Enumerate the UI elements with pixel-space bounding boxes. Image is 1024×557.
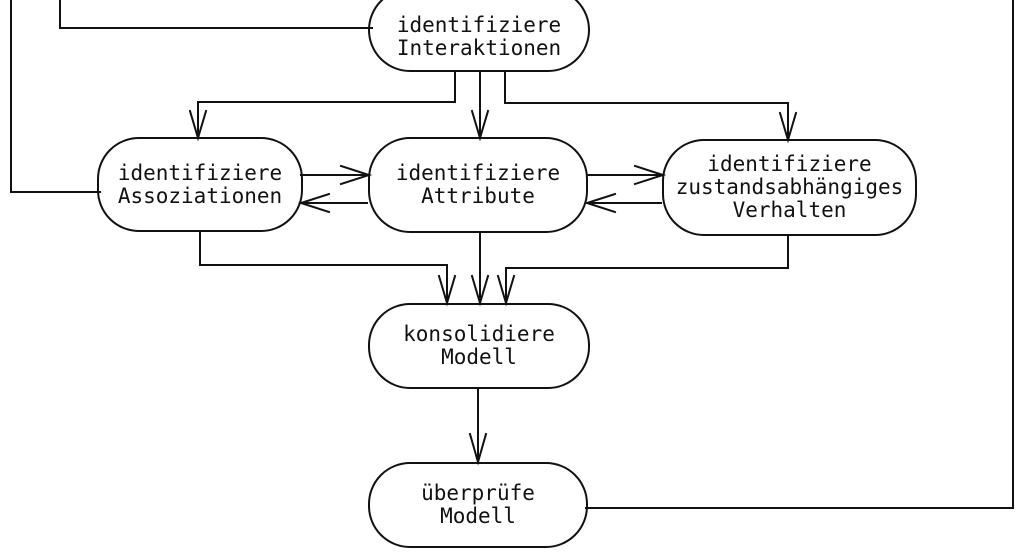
edge-attribute-to-zustand bbox=[586, 164, 667, 186]
node-identifiziere-zustandsabhaengiges-verhalten: identifiziere zustandsabhängiges Verhalt… bbox=[662, 139, 917, 236]
edge-interaktionen-to-assoziationen bbox=[188, 70, 456, 142]
node-identifiziere-attribute: identifiziere Attribute bbox=[368, 137, 588, 233]
edge-assoziationen-to-attribute bbox=[300, 164, 373, 186]
node-label: identifiziere Attribute bbox=[395, 161, 561, 208]
edge-attribute-to-assoziationen bbox=[297, 192, 368, 214]
node-identifiziere-assoziationen: identifiziere Assoziationen bbox=[97, 137, 303, 232]
edge-feedback-to-assoziationen bbox=[10, 0, 101, 193]
node-label: konsolidiere Modell bbox=[403, 322, 555, 369]
edge-attribute-to-konsolidiere bbox=[470, 231, 490, 307]
edge-feedback-to-interaktionen bbox=[59, 0, 373, 29]
edge-assoziationen-to-konsolidiere bbox=[199, 230, 457, 307]
edge-konsolidiere-to-ueberpruefe bbox=[468, 387, 488, 466]
edge-ueberpruefe-feedback bbox=[585, 0, 1014, 509]
node-label: identifiziere Assoziationen bbox=[117, 160, 283, 208]
node-label: identifiziere Interaktionen bbox=[396, 13, 562, 60]
edge-interaktionen-to-zustand bbox=[504, 70, 798, 144]
node-label: identifiziere zustandsabhängiges Verhalt… bbox=[675, 152, 904, 222]
edge-zustand-to-attribute bbox=[583, 192, 662, 214]
node-identifiziere-interaktionen: identifiziere Interaktionen bbox=[368, 0, 590, 72]
node-ueberpruefe-modell: überprüfe Modell bbox=[368, 462, 588, 548]
node-konsolidiere-modell: konsolidiere Modell bbox=[368, 303, 590, 389]
edge-zustand-to-konsolidiere bbox=[496, 234, 789, 307]
edge-interaktionen-to-attribute bbox=[470, 70, 490, 142]
node-label: überprüfe Modell bbox=[421, 481, 535, 528]
